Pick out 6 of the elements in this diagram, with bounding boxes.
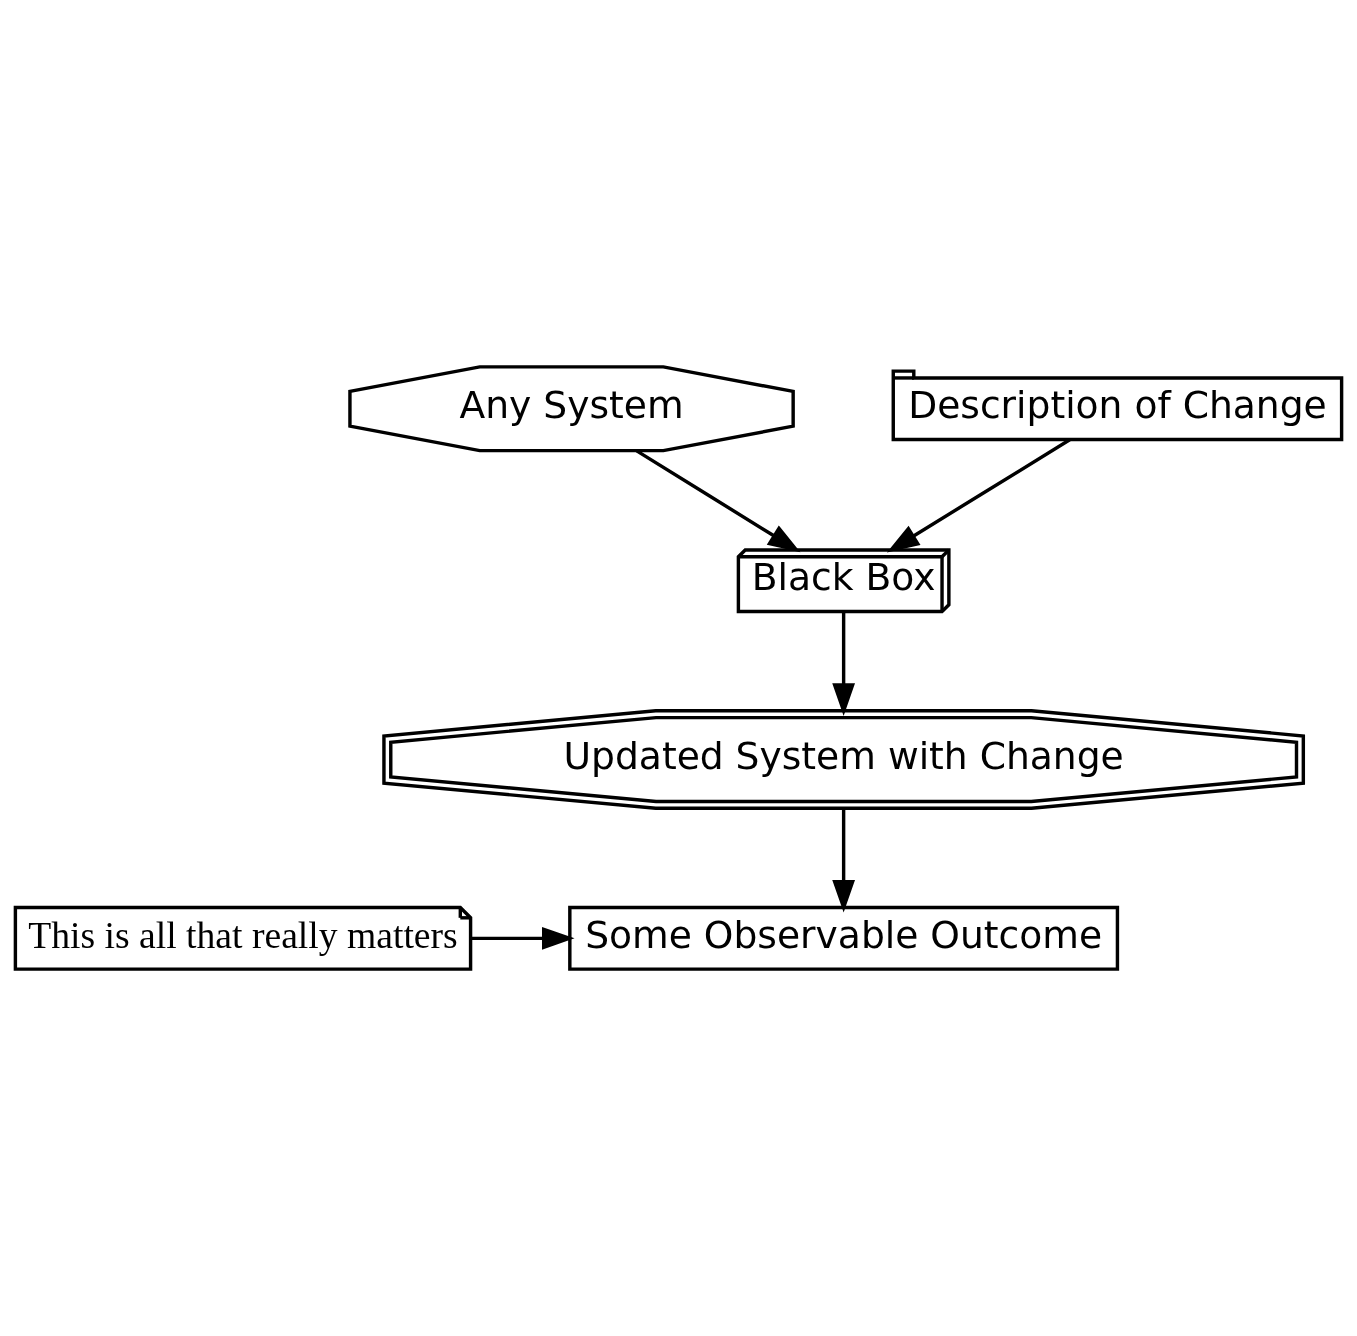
arrow [886,438,1071,553]
arrow [471,926,575,950]
arrow [832,808,856,913]
node-box: Some Observable Outcome [568,905,1120,971]
arrow [832,612,856,716]
arrow [635,449,801,553]
